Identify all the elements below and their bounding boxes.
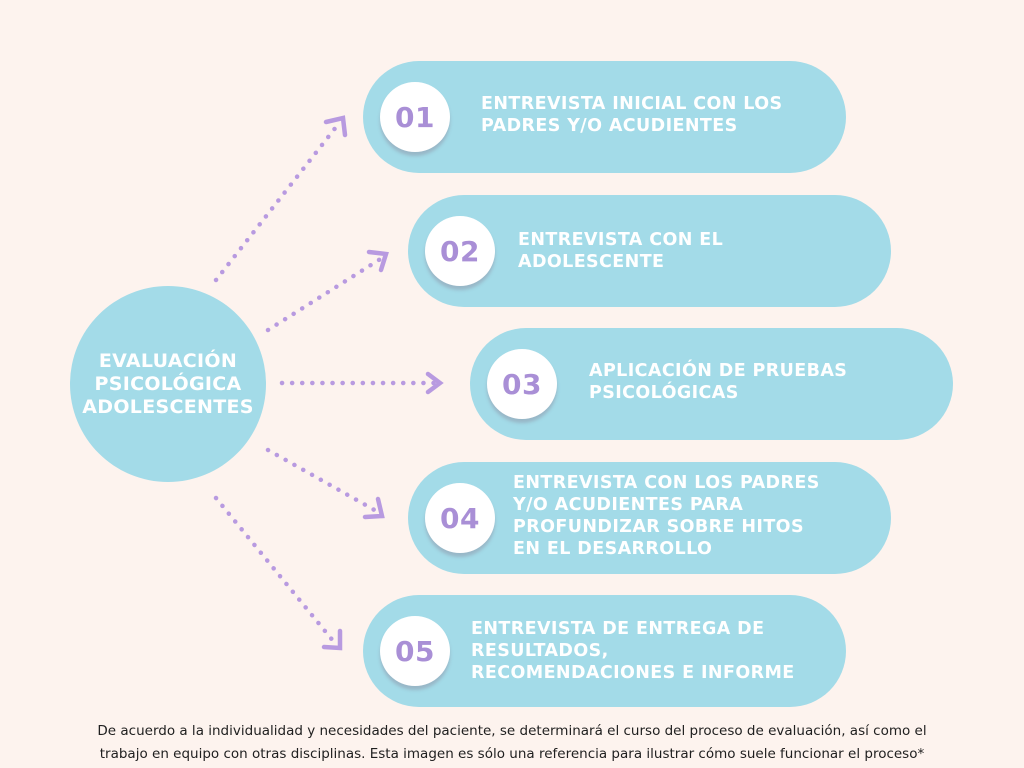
step-01: 01 ENTREVISTA INICIAL CON LOS PADRES Y/O… (363, 61, 846, 173)
step-label: ENTREVISTA DE ENTREGA DE RESULTADOS, REC… (471, 619, 795, 683)
arrow-to-step-05 (213, 495, 343, 651)
step-02: 02 ENTREVISTA CON EL ADOLESCENTE (408, 195, 891, 307)
center-topic-circle: EVALUACIÓN PSICOLÓGICA ADOLESCENTES (70, 286, 266, 482)
arrow-to-step-02 (265, 249, 389, 333)
step-label: ENTREVISTA CON EL ADOLESCENTE (518, 230, 724, 272)
step-number-badge: 01 (380, 82, 450, 152)
arrow-to-step-04 (265, 447, 385, 520)
step-label: APLICACIÓN DE PRUEBAS PSICOLÓGICAS (589, 361, 848, 403)
footnote-text: De acuerdo a la individualidad y necesid… (97, 723, 927, 762)
step-04: 04 ENTREVISTA CON LOS PADRES Y/O ACUDIEN… (408, 462, 891, 574)
arrow-to-step-01 (213, 115, 348, 283)
step-number-badge: 04 (425, 483, 495, 553)
step-number-badge: 02 (425, 216, 495, 286)
step-label: ENTREVISTA INICIAL CON LOS PADRES Y/O AC… (481, 94, 783, 136)
center-topic-label: EVALUACIÓN PSICOLÓGICA ADOLESCENTES (82, 349, 254, 418)
arrow-to-step-03 (279, 371, 444, 395)
step-03: 03 APLICACIÓN DE PRUEBAS PSICOLÓGICAS (470, 328, 953, 440)
step-label: ENTREVISTA CON LOS PADRES Y/O ACUDIENTES… (513, 473, 820, 559)
step-number-badge: 03 (487, 349, 557, 419)
step-05: 05 ENTREVISTA DE ENTREGA DE RESULTADOS, … (363, 595, 846, 707)
step-number-badge: 05 (380, 616, 450, 686)
